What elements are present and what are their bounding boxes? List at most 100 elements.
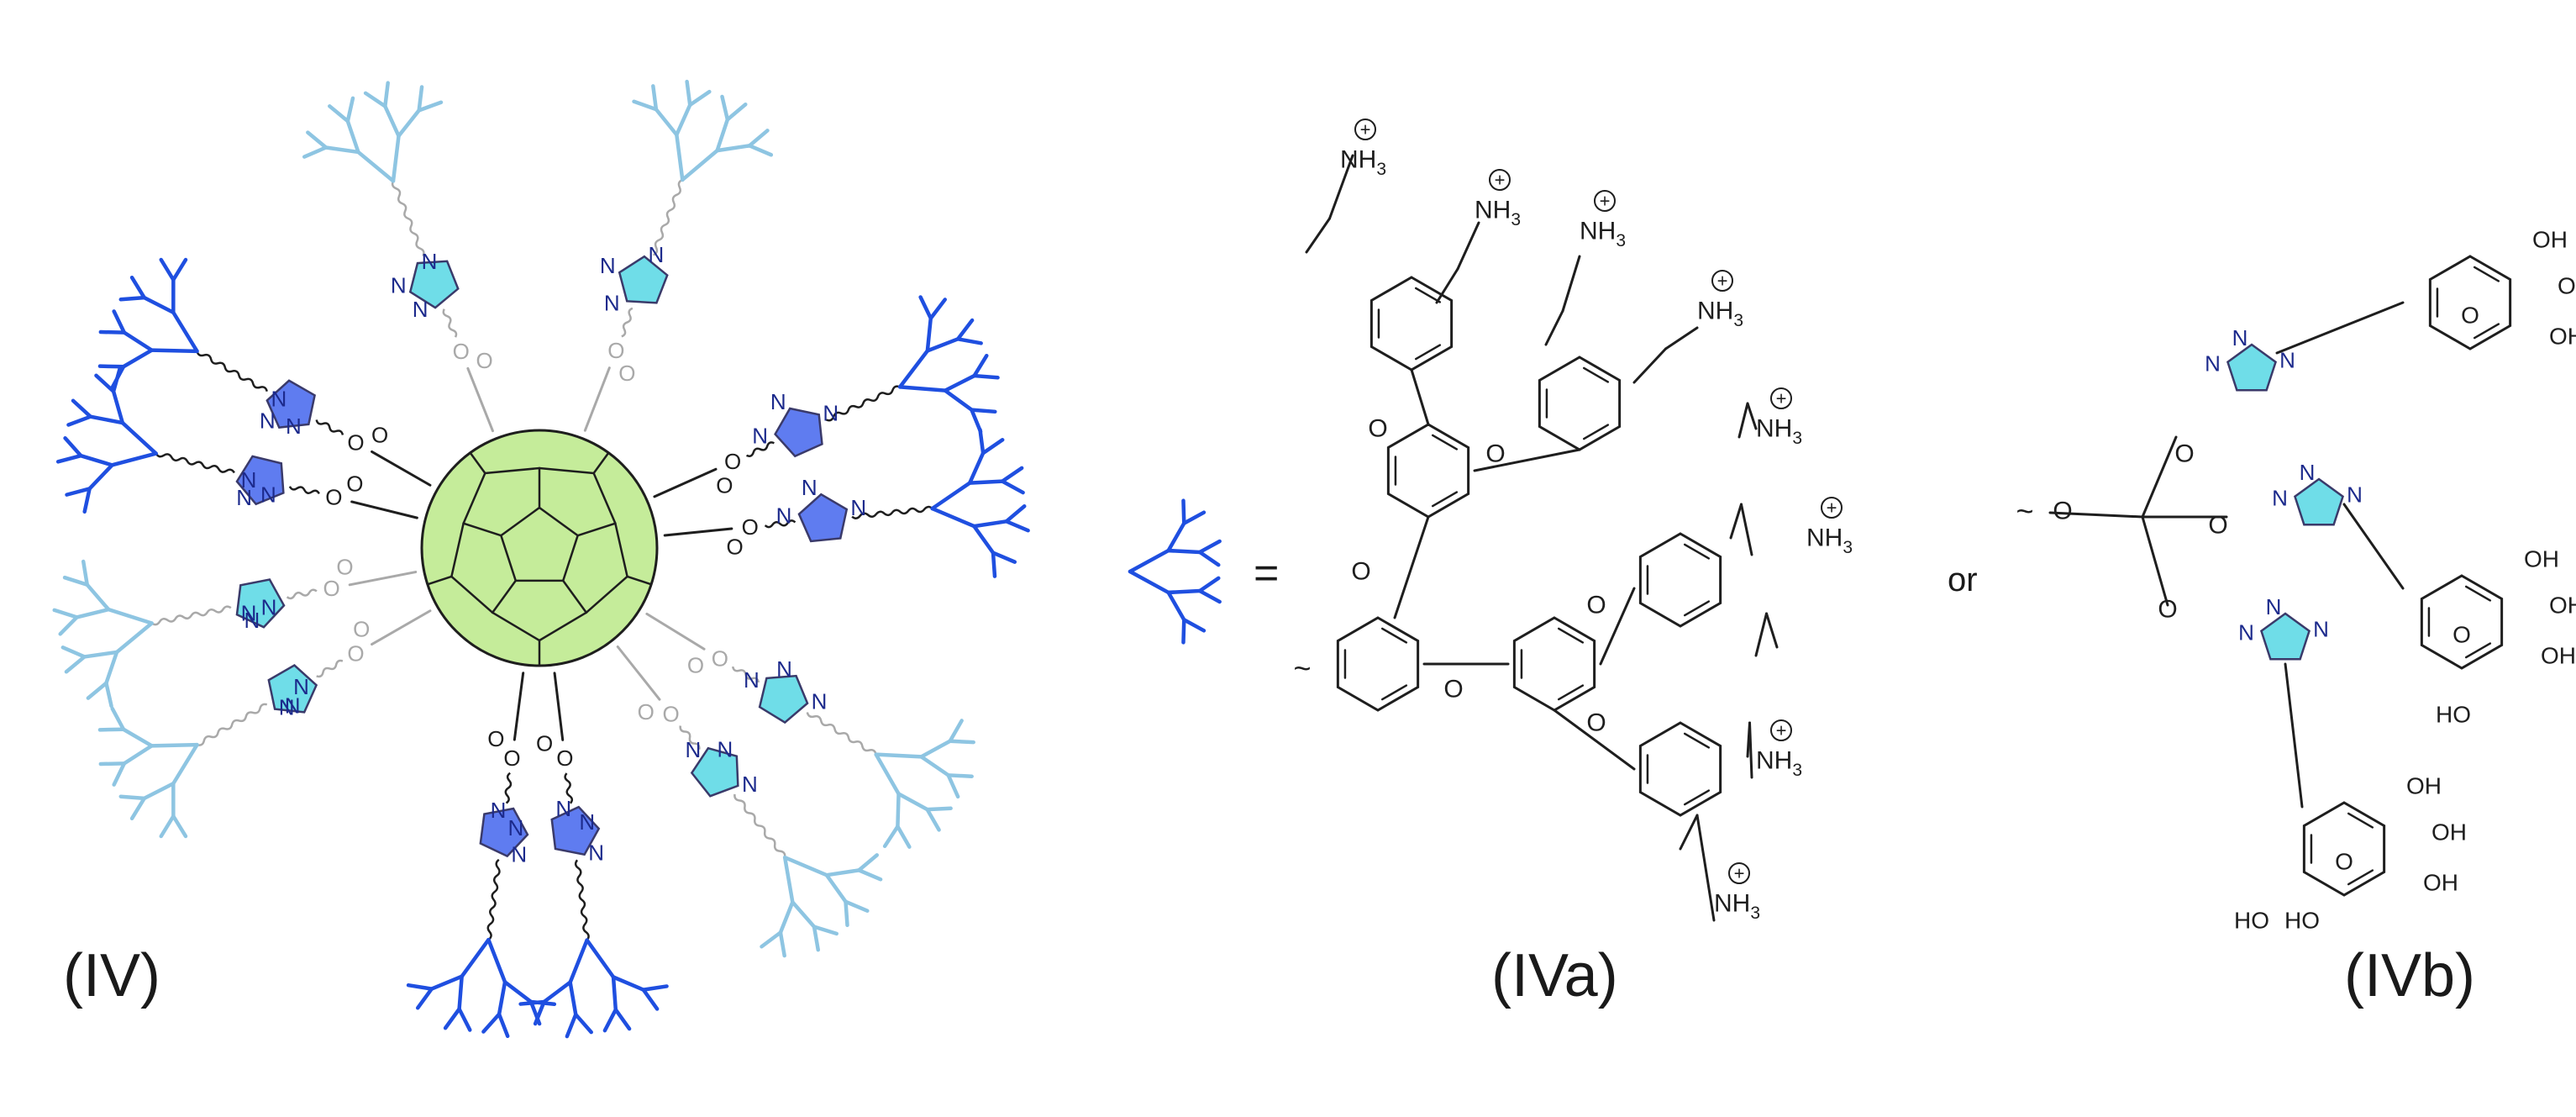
- nitrogen-label: N: [770, 389, 786, 414]
- label-iv: (IV): [63, 941, 160, 1010]
- charge-plus: +: [1717, 271, 1728, 292]
- label-iva: (IVa): [1491, 941, 1618, 1010]
- nitrogen-label: N: [491, 798, 507, 823]
- nitrogen-label: N: [2232, 325, 2248, 350]
- hydroxyl-label: OH: [2549, 324, 2576, 350]
- nitrogen-label: N: [742, 772, 758, 797]
- oxygen-label: O: [2174, 440, 2194, 468]
- dendron-icon: [100, 709, 197, 836]
- triazole: NNN: [685, 737, 757, 797]
- nitrogen-label: N: [2313, 617, 2329, 642]
- hydroxyl-label: OH: [2558, 273, 2576, 299]
- nitrogen-label: N: [241, 600, 257, 625]
- oxygen-label: O: [487, 726, 504, 751]
- nitrogen-label: N: [2347, 482, 2363, 508]
- oxygen-label: O: [742, 514, 759, 540]
- ammonium-label: NH3: [1714, 890, 1760, 924]
- nitrogen-label: N: [802, 475, 817, 500]
- dendron-icon: [634, 82, 771, 180]
- ammonium-label: NH3: [1475, 197, 1521, 230]
- nitrogen-label: N: [850, 495, 866, 520]
- benzene-ring: [1514, 618, 1594, 710]
- nitrogen-label: N: [2238, 620, 2254, 645]
- nitrogen-label: N: [293, 674, 309, 699]
- hydroxyl-label: OH: [2541, 643, 2576, 669]
- nitrogen-label: N: [555, 796, 571, 821]
- nitrogen-label: N: [717, 737, 733, 762]
- nitrogen-label: N: [261, 594, 277, 619]
- oxygen-label: O: [2053, 498, 2072, 525]
- arm-1: OO: [197, 351, 429, 485]
- triazole: NNN: [776, 475, 867, 541]
- attachment-point: ~: [2016, 494, 2033, 529]
- ammonium-label: NH3: [1756, 415, 1802, 449]
- oxygen-label: O: [663, 701, 680, 726]
- triazole-ring: [760, 676, 807, 722]
- triazole-ring: [2227, 345, 2275, 390]
- hydroxyl-label: HO: [2436, 702, 2471, 728]
- nitrogen-label: N: [422, 249, 438, 274]
- charge-plus: +: [1776, 388, 1787, 409]
- nitrogen-label: N: [579, 809, 595, 835]
- nitrogen-label: N: [600, 253, 616, 278]
- dendron-icon: [876, 720, 974, 846]
- or-word: or: [1948, 561, 1978, 599]
- hydroxyl-label: HO: [2284, 908, 2320, 934]
- oxygen-label: O: [323, 576, 339, 601]
- oxygen-label: O: [716, 473, 733, 498]
- nitrogen-label: N: [260, 408, 276, 434]
- oxygen-label: O: [1586, 592, 1606, 619]
- hydroxyl-label: OH: [2423, 870, 2458, 896]
- charge-plus: +: [1827, 498, 1837, 519]
- arm-4: OO: [585, 180, 682, 430]
- oxygen-label: O: [724, 449, 741, 474]
- oxygen-label: O: [1368, 415, 1387, 443]
- nitrogen-label: N: [588, 840, 604, 866]
- oxygen-label: O: [1485, 440, 1505, 468]
- nitrogen-label: N: [752, 424, 768, 449]
- charge-plus: +: [1734, 863, 1745, 884]
- nitrogen-label: N: [508, 815, 524, 840]
- nitrogen-label: N: [776, 503, 792, 529]
- benzene-ring: [1371, 277, 1451, 370]
- triazole-ring: [799, 494, 847, 541]
- oxygen-label: O: [536, 731, 553, 756]
- nitrogen-label: N: [413, 297, 428, 322]
- benzene-ring: [1640, 723, 1720, 815]
- dendron-icon: [762, 855, 881, 956]
- hydroxyl-label: HO: [2234, 908, 2269, 934]
- nitrogen-label: N: [2205, 351, 2221, 377]
- arm-7: OO: [152, 555, 416, 625]
- ring-oxygen-label: O: [2452, 622, 2471, 648]
- dendron-icon: [100, 260, 197, 387]
- triazole: NNN: [391, 249, 458, 322]
- benzene-ring: [1388, 424, 1468, 517]
- nitrogen-label: N: [241, 467, 257, 493]
- oxygen-label: O: [618, 361, 635, 386]
- charge-plus: +: [1776, 720, 1787, 741]
- arm-8: OO: [197, 611, 429, 746]
- triazole: NNN: [269, 666, 317, 720]
- nitrogen-label: N: [2266, 594, 2282, 619]
- arm-2: OO: [156, 454, 418, 519]
- oxygen-label: O: [2158, 596, 2177, 624]
- triazole: NNN: [481, 798, 528, 867]
- nitrogen-label: N: [649, 242, 665, 267]
- ammonium-label: NH3: [1756, 747, 1802, 781]
- nitrogen-label: N: [2272, 486, 2288, 511]
- nitrogen-label: N: [286, 414, 302, 439]
- legend-dendron-icon: [1130, 501, 1220, 643]
- hydroxyl-label: OH: [2431, 819, 2467, 846]
- oxygen-label: O: [453, 339, 470, 364]
- charge-plus: +: [1600, 191, 1611, 212]
- nitrogen-label: N: [260, 482, 276, 507]
- hydroxyl-label: OH: [2532, 227, 2568, 253]
- oxygen-label: O: [2208, 512, 2227, 540]
- dendron-icon: [521, 940, 667, 1036]
